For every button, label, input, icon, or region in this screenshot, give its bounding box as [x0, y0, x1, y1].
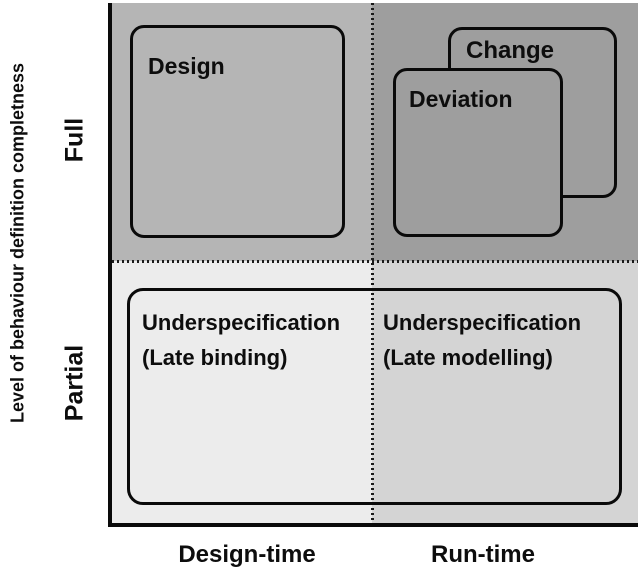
underspecification-box [127, 288, 622, 505]
y-axis-title: Level of behaviour definition completnes… [7, 62, 28, 424]
design-box: Design [130, 25, 345, 238]
x-axis-label-design-time: Design-time [178, 541, 316, 568]
underspecification-late-modelling-line1: Underspecification [383, 310, 582, 335]
x-axis-label-run-time: Run-time [431, 541, 535, 568]
y-axis-label-partial: Partial [60, 344, 89, 422]
vertical-dotted-divider [371, 3, 374, 523]
design-box-label: Design [148, 53, 225, 79]
underspecification-late-modelling-label: Underspecification (Late modelling) [383, 305, 581, 375]
quadrant-partial-run-time [372, 261, 638, 523]
y-axis-label-full: Full [60, 117, 89, 163]
horizontal-dotted-divider [112, 260, 638, 263]
underspecification-late-binding-label: Underspecification (Late binding) [142, 305, 340, 375]
deviation-box-label: Deviation [409, 86, 513, 112]
underspecification-late-binding-line1: Underspecification [142, 310, 341, 335]
underspecification-late-modelling-line2: (Late modelling) [383, 345, 553, 370]
change-box-label: Change [466, 37, 555, 64]
underspecification-late-binding-line2: (Late binding) [142, 345, 288, 370]
quadrant-partial-design-time [112, 261, 372, 523]
y-axis-line [108, 3, 112, 527]
deviation-box: Deviation [393, 68, 563, 237]
x-axis-line [108, 523, 638, 527]
